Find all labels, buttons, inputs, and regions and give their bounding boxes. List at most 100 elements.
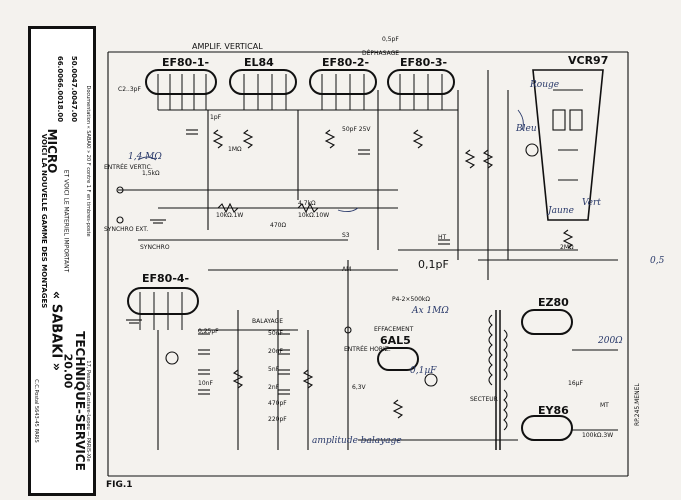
resistor — [302, 369, 314, 389]
tube-ef80-1 — [145, 69, 217, 95]
component-10nf: 10nF — [198, 380, 213, 387]
tube-ef80-3 — [387, 69, 455, 95]
resistor — [232, 369, 244, 389]
ad-price-2: 66.00 — [56, 77, 64, 101]
component-1-5kohm: 1,5kΩ — [142, 170, 160, 177]
jack-synchro-ext — [116, 216, 124, 224]
ad-phone: C.C.Postal 5643-45 PARIS — [33, 379, 39, 443]
tube-label-ef80-3: EF80-3- — [400, 56, 448, 69]
component-5nf: 5nF — [268, 366, 280, 373]
resistor — [212, 129, 224, 149]
resistor — [324, 129, 336, 149]
component-p4: P4-2×500kΩ — [392, 296, 430, 303]
resistor — [217, 202, 239, 214]
handwritten-ax-1mohm: Ax 1MΩ — [412, 306, 449, 316]
ground-symbol — [126, 219, 166, 324]
reference-code: RP.245.MENEL — [634, 383, 641, 426]
resistor — [412, 129, 424, 149]
handwritten-0-1uf: 0,1µF — [410, 366, 437, 376]
tube-label-ef80-2: EF80-2- — [322, 56, 370, 69]
tube-label-6al5: 6AL5 — [380, 334, 411, 347]
label-balayage: BALAYAGE — [252, 318, 283, 325]
label-ht: HT — [438, 234, 447, 241]
power-transformer — [488, 310, 508, 450]
component-16uf: 16µF — [568, 380, 583, 387]
component-50pf-25v: 50pF 25V — [342, 126, 371, 133]
label-s3: S3 — [342, 232, 350, 239]
tube-label-vcr97: VCR97 — [568, 54, 609, 67]
marker-b — [165, 351, 179, 365]
circuit-schematic — [107, 51, 629, 477]
ad-price-4: 47.00 — [70, 99, 78, 123]
component-2mohm: 2MΩ — [560, 244, 574, 251]
component-1mohm: 1MΩ — [228, 146, 242, 153]
label-mt: MT — [600, 402, 609, 409]
component-0-25pf: 0,25pF — [198, 328, 219, 335]
label-am: AM — [342, 266, 352, 273]
component-470pf: 470pF — [268, 400, 287, 407]
label-entree-horiz: ENTRÉE HORIZ. — [344, 346, 391, 353]
handwritten-bleu: Bleu — [516, 124, 537, 134]
label-effacement: EFFACEMENT — [374, 326, 414, 333]
ad-micro: MICRO — [45, 128, 59, 174]
component-10kohm-1w: 10kΩ.1W — [216, 212, 244, 219]
crt-vcr97 — [532, 69, 604, 221]
component-20nf: 20nF — [268, 348, 283, 355]
ad-notes: Documentation « SABAKI » 20 F contre 1 F… — [85, 85, 91, 237]
jack-entree-horiz — [344, 326, 352, 334]
ad-price-6: 50.00 — [70, 55, 78, 79]
tube-ey86 — [521, 415, 573, 441]
component-6-3v: 6,3V — [352, 384, 366, 391]
tube-label-ez80: EZ80 — [538, 296, 569, 309]
tube-label-el84: EL84 — [244, 56, 274, 69]
label-dephasage: DÉPHASAGE — [362, 50, 400, 57]
tube-ef80-4 — [127, 287, 199, 315]
label-secteur: SECTEUR — [470, 396, 498, 403]
tube-el84 — [229, 69, 297, 95]
ad-price-5: 47.00 — [70, 77, 78, 101]
tube-ez80 — [521, 309, 573, 335]
handwritten-1-4mohm: 1,4 MΩ — [128, 152, 162, 162]
ad-subline: ET VOICI LE MATERIEL IMPORTANT — [62, 169, 70, 273]
handwritten-rouge: Rouge — [530, 80, 560, 90]
capacitor-bank — [198, 329, 290, 395]
component-100kohm-3w: 100kΩ.3W — [582, 432, 614, 439]
handwritten-amplitude-balayage: amplitude balayage — [312, 436, 402, 446]
ad-price-1: 18.00 — [56, 99, 64, 123]
component-220pf: 220pF — [268, 416, 287, 423]
component-2nf: 2nF — [268, 384, 280, 391]
component-c2-3pf: C2..3pF — [118, 86, 141, 93]
resistor — [464, 149, 476, 169]
tube-label-ef80-4: EF80-4- — [142, 272, 190, 285]
label-synchro: SYNCHRO — [140, 244, 170, 251]
handwritten-jaune: Jaune — [548, 206, 574, 216]
label-synchro-ext: SYNCHRO EXT. — [104, 226, 149, 233]
tube-label-ey86: EY86 — [538, 404, 569, 417]
component-10kohm-10w: 10kΩ.10W — [298, 212, 330, 219]
capacitor — [186, 129, 198, 135]
figure-label: FIG.1 — [106, 480, 133, 490]
tube-6al5 — [377, 347, 419, 371]
jack-entree-vertic — [116, 186, 124, 194]
handwritten-vert: Vert — [582, 198, 601, 208]
component-0-5pf: 0,5pF — [382, 36, 399, 43]
resistor — [242, 129, 254, 149]
component-50nf: 50nF — [268, 330, 283, 337]
tube-label-ef80-1: EF80-1- — [162, 56, 210, 69]
handwritten-200ohm: 200Ω — [598, 336, 623, 346]
section-title-amplif-vertical: AMPLIF. VERTICAL — [192, 42, 263, 51]
resistor — [392, 399, 404, 419]
label-entree-vertic: ENTRÉE VERTIC. — [104, 164, 153, 171]
component-0-1pf: 0,1pF — [418, 258, 449, 271]
component-1pf: 1pF — [210, 114, 222, 121]
resistor — [562, 229, 574, 249]
advertisement-strip: VOICI LA NOUVELLE GAMME DES MONTAGES « S… — [28, 26, 96, 496]
component-4-7kohm: 4,7kΩ — [298, 200, 316, 207]
component-470ohm: 470Ω — [270, 222, 287, 229]
capacitor — [358, 149, 370, 155]
resistor — [482, 149, 494, 169]
tube-ef80-2 — [309, 69, 377, 95]
marker-a2 — [424, 373, 438, 387]
handwritten-0-5: 0,5 — [650, 256, 665, 266]
